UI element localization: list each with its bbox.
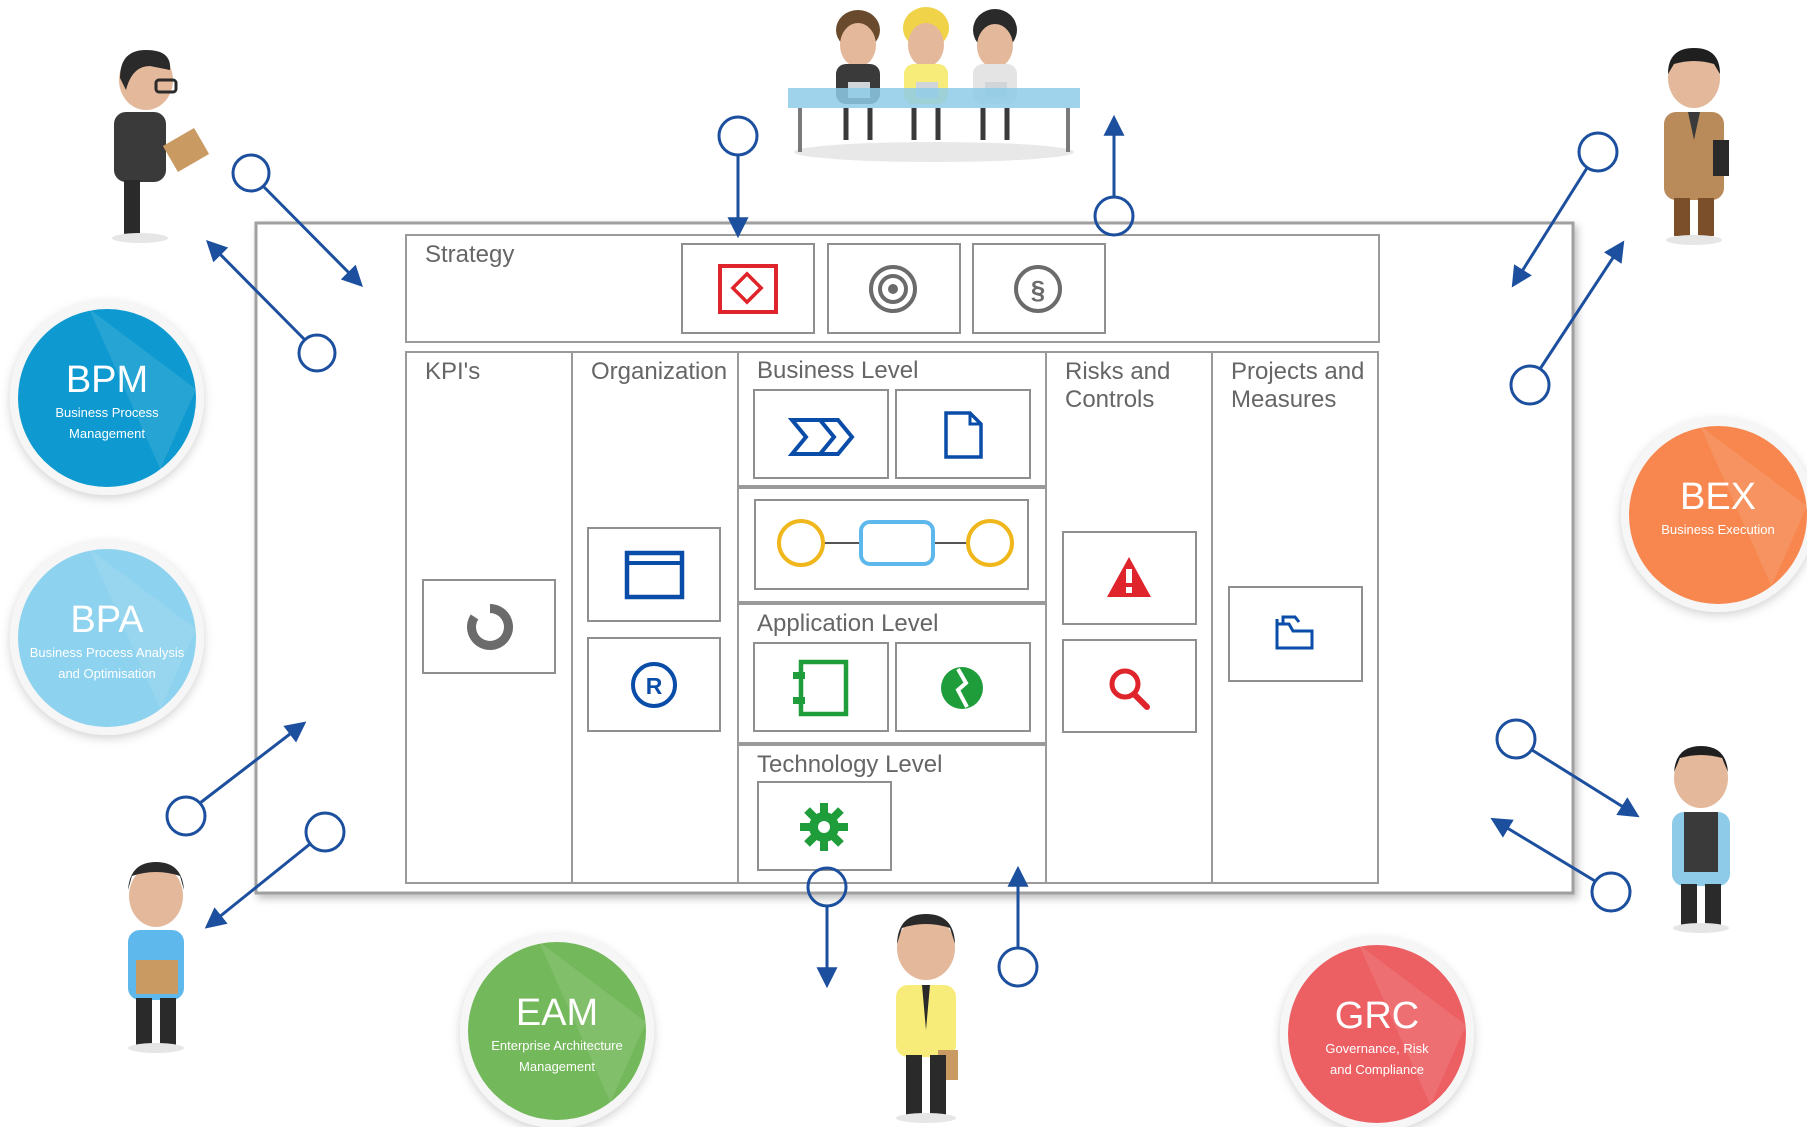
projects-label-line2: Measures xyxy=(1231,386,1336,413)
organization-tile-1[interactable] xyxy=(587,527,721,622)
role-icon: R xyxy=(631,662,677,708)
connectors xyxy=(165,114,1640,989)
circle-subtitle-line1: Business Execution xyxy=(1661,522,1774,537)
circle-subtitle-line1: Enterprise Architecture xyxy=(491,1038,623,1053)
data-store-icon xyxy=(793,659,849,717)
strategy-tile-1[interactable] xyxy=(681,243,815,334)
strategy-tile-3[interactable] xyxy=(972,243,1106,334)
technology-level-label: Technology Level xyxy=(757,751,942,778)
circle-abbr: BPA xyxy=(70,599,144,641)
process-tile[interactable] xyxy=(754,499,1029,590)
circle-subtitle-line2: Management xyxy=(519,1059,595,1074)
business-tile-1[interactable] xyxy=(753,389,889,479)
svg-text:R: R xyxy=(646,673,663,699)
person-bottom-left xyxy=(128,862,184,1053)
circle-subtitle-line1: Business Process xyxy=(55,405,159,420)
person-top-left xyxy=(112,50,210,243)
svg-text:§: § xyxy=(1031,275,1045,305)
kpis-section: KPI's xyxy=(405,351,573,884)
person-bottom-center xyxy=(896,914,958,1123)
organization-section: Organization R xyxy=(571,351,739,884)
application-level-label: Application Level xyxy=(757,610,938,637)
search-icon xyxy=(1109,668,1150,710)
circle-abbr: GRC xyxy=(1335,995,1419,1037)
circle-bpa[interactable]: BPA Business Process Analysis and Optimisa… xyxy=(10,541,204,735)
circle-subtitle-line1: Governance, Risk xyxy=(1325,1041,1429,1056)
control-tile[interactable] xyxy=(1062,639,1197,733)
application-level-section: Application Level xyxy=(737,603,1047,744)
kpis-label: KPI's xyxy=(425,358,480,385)
cycle-icon xyxy=(941,667,983,709)
business-tile-2[interactable] xyxy=(895,389,1031,479)
warning-icon xyxy=(1107,557,1151,597)
strategy-section: Strategy § xyxy=(405,234,1380,343)
business-level-section: Business Level xyxy=(737,351,1047,487)
process-flow-icon xyxy=(777,519,1014,567)
strategy-label: Strategy xyxy=(425,241,514,268)
folder-icon xyxy=(1275,615,1314,650)
gauge-icon xyxy=(467,600,513,650)
gear-icon xyxy=(800,803,848,851)
circle-subtitle-line1: Business Process Analysis xyxy=(30,645,185,660)
business-level-label: Business Level xyxy=(757,357,918,384)
circle-grc[interactable]: GRC Governance, Risk and Compliance xyxy=(1280,937,1474,1127)
circle-bex[interactable]: BEX Business Execution xyxy=(1621,418,1807,612)
value-chain-icon xyxy=(787,418,855,456)
risks-section: Risks and Controls xyxy=(1045,351,1213,884)
process-section xyxy=(737,487,1047,603)
circle-subtitle-line2: and Compliance xyxy=(1330,1062,1424,1077)
organization-tile-2[interactable] xyxy=(587,637,721,732)
circle-subtitle-line2: and Optimisation xyxy=(58,666,156,681)
application-tile-1[interactable] xyxy=(753,642,889,732)
document-icon xyxy=(944,411,983,459)
person-top-right xyxy=(1664,48,1729,245)
projects-section: Projects and Measures xyxy=(1211,351,1379,884)
projects-label-line1: Projects and xyxy=(1231,358,1364,385)
paragraph-icon: § xyxy=(1014,265,1062,313)
target-icon xyxy=(869,265,917,313)
diamond-icon xyxy=(718,264,778,314)
meeting-table-illustration xyxy=(788,7,1080,162)
risks-label-line2: Controls xyxy=(1065,386,1154,413)
circle-abbr: BEX xyxy=(1680,476,1756,518)
project-tile[interactable] xyxy=(1228,586,1363,682)
window-icon xyxy=(624,550,685,600)
person-bottom-right xyxy=(1672,746,1730,933)
circle-subtitle-line2: Management xyxy=(69,426,145,441)
circle-abbr: EAM xyxy=(516,992,598,1034)
technology-level-section: Technology Level xyxy=(737,744,1047,884)
organization-label: Organization xyxy=(591,358,727,385)
circle-abbr: BPM xyxy=(66,359,148,401)
risks-label-line1: Risks and xyxy=(1065,358,1170,385)
